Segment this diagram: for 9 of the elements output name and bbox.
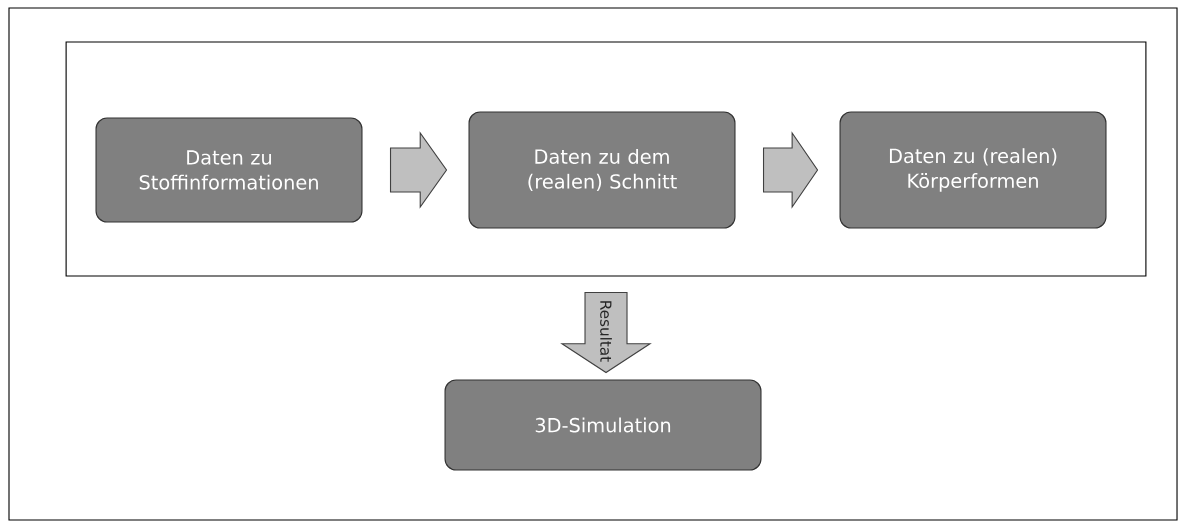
block-arrow [389, 131, 448, 209]
process-box: 3D-Simulation [444, 379, 762, 471]
process-box: Daten zu Stoffinformationen [95, 117, 363, 223]
edge-label: Resultat [600, 301, 612, 362]
process-box: Daten zu (realen) Körperformen [839, 111, 1107, 229]
process-box: Daten zu dem (realen) Schnitt [468, 111, 736, 229]
block-arrow [762, 131, 819, 209]
block-arrow [560, 292, 652, 374]
group-frame [65, 41, 1147, 277]
